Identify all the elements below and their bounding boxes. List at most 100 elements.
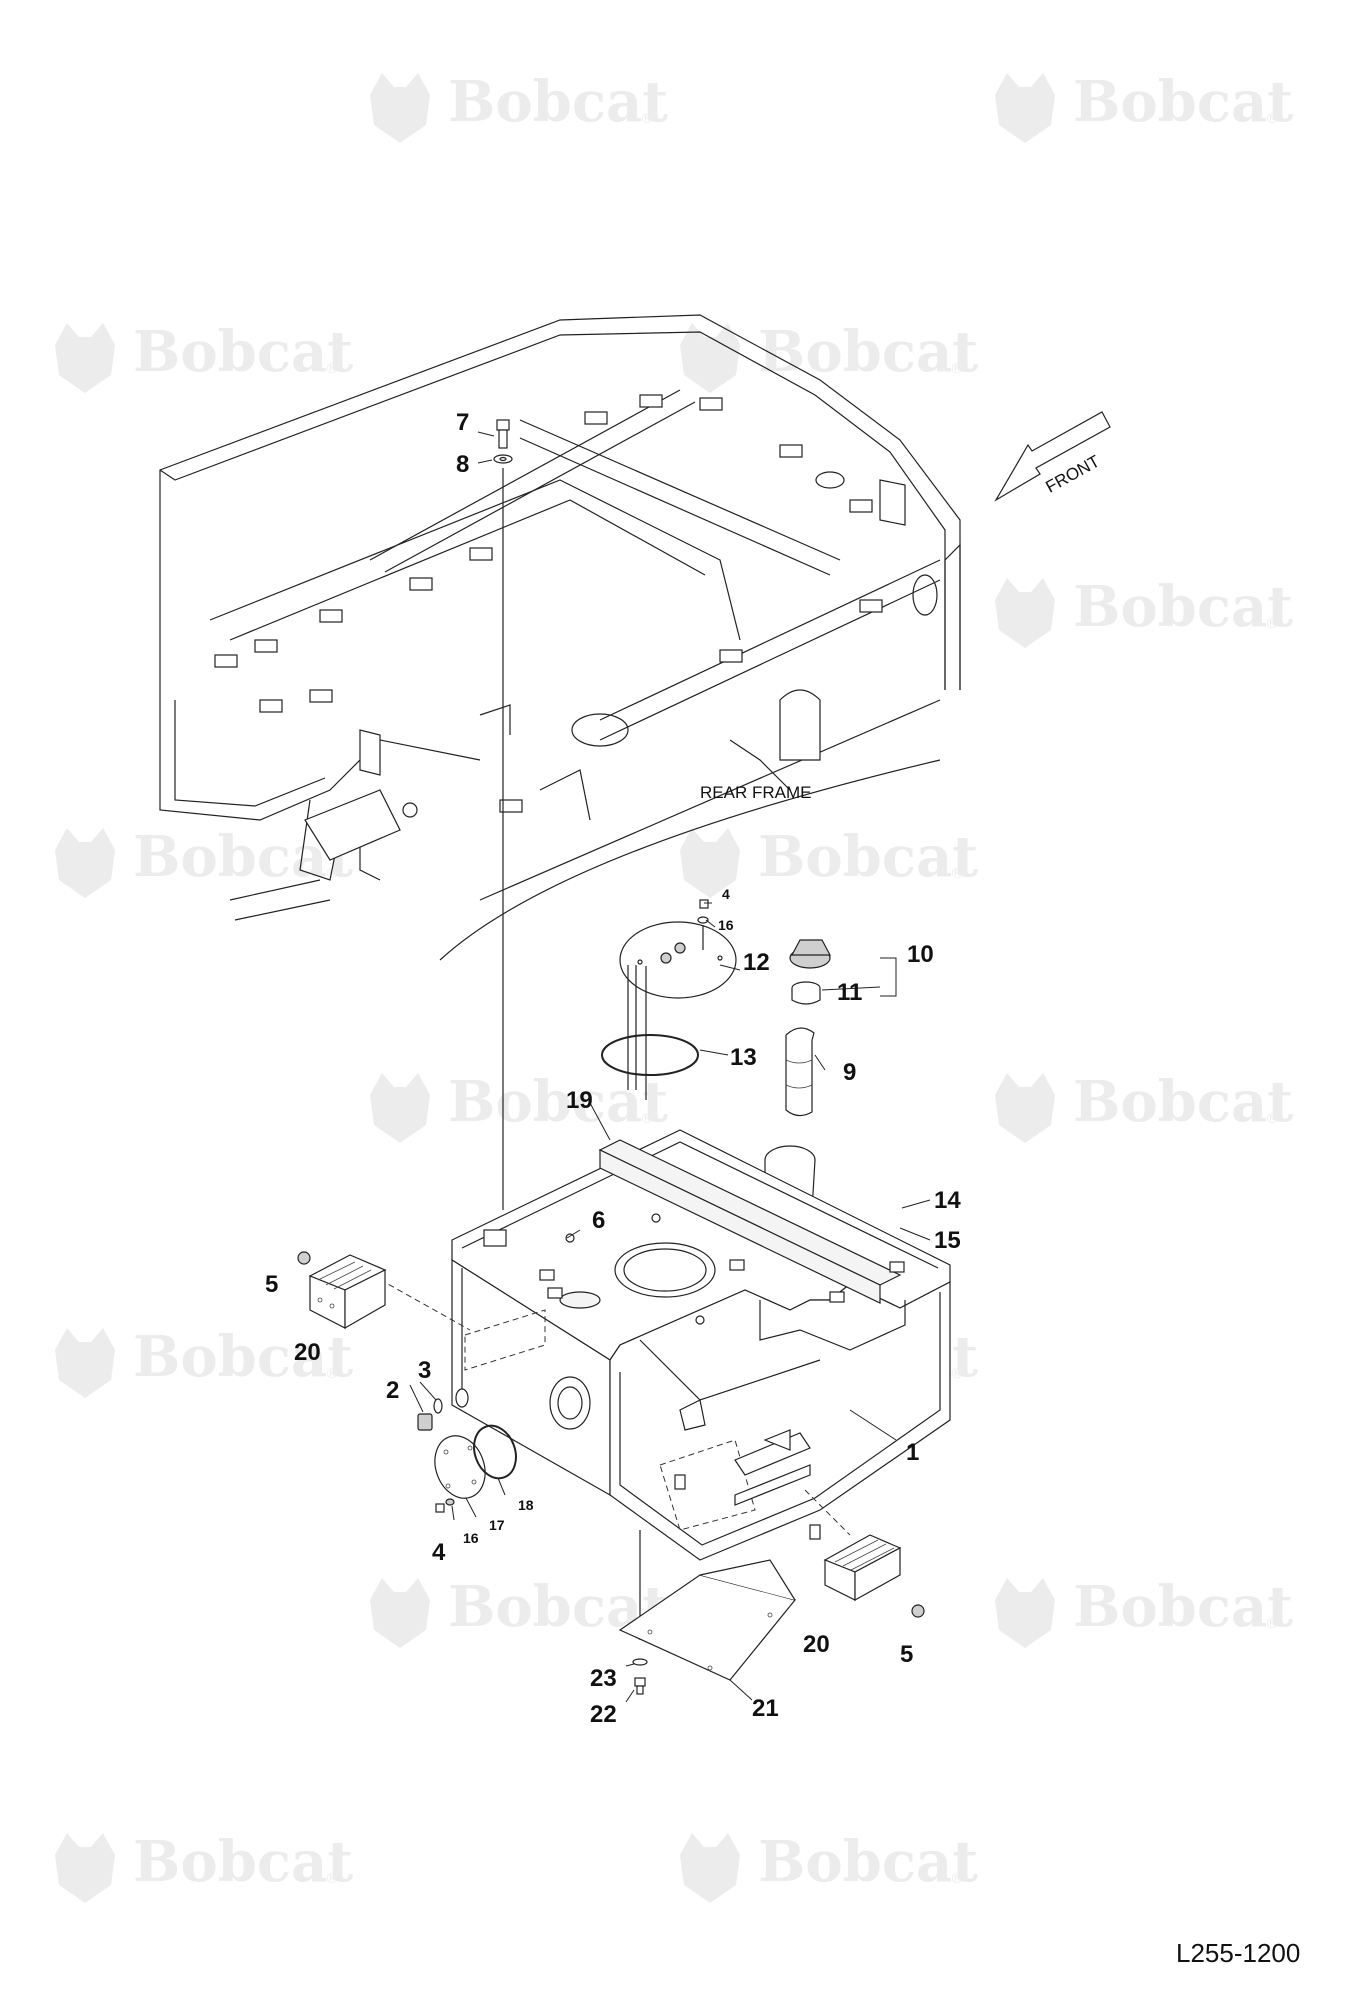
step-right bbox=[823, 1534, 902, 1602]
side-oring bbox=[473, 1424, 517, 1480]
leader-lines bbox=[409, 431, 931, 1703]
watermark-tile: Bobcat ® bbox=[55, 1324, 353, 1398]
watermark-registered: ® bbox=[1265, 616, 1279, 632]
reference-code: L255-1200 bbox=[1176, 1938, 1300, 1968]
callout-4-top: 4 bbox=[722, 886, 730, 902]
bobcat-logo-icon bbox=[370, 73, 430, 143]
watermark-text: Bobcat bbox=[1073, 69, 1293, 135]
bobcat-logo-icon bbox=[55, 1833, 115, 1903]
callout-21: 21 bbox=[752, 1695, 779, 1722]
callout-4-bottom: 4 bbox=[432, 1539, 446, 1566]
watermark-registered: ® bbox=[950, 1871, 964, 1887]
sender-screw bbox=[697, 899, 709, 924]
callout-2: 2 bbox=[386, 1377, 399, 1404]
callout-12: 12 bbox=[743, 949, 770, 976]
step-right-bolt bbox=[911, 1604, 925, 1618]
bobcat-logo-icon bbox=[55, 828, 115, 898]
callout-22: 22 bbox=[590, 1701, 617, 1728]
callouts: 7 8 4 16 12 10 11 13 9 19 6 14 15 5 20 2… bbox=[265, 409, 961, 1728]
bottom-cover bbox=[618, 1559, 797, 1681]
bobcat-logo-icon bbox=[55, 323, 115, 393]
drain-plug bbox=[417, 1413, 433, 1431]
filler-cap bbox=[789, 939, 831, 969]
bobcat-logo-icon bbox=[680, 1833, 740, 1903]
watermark-text: Bobcat bbox=[758, 1829, 978, 1895]
callout-11: 11 bbox=[837, 979, 862, 1006]
rear-frame-label: REAR FRAME bbox=[700, 783, 811, 802]
callout-23: 23 bbox=[590, 1665, 617, 1692]
callout-15: 15 bbox=[934, 1227, 961, 1254]
fuel-tank bbox=[451, 1129, 951, 1561]
watermark-text: Bobcat bbox=[1073, 574, 1293, 640]
watermark-tile: Bobcat ® bbox=[370, 1069, 668, 1143]
front-arrow: FRONT bbox=[994, 411, 1111, 502]
filler-adapter bbox=[791, 981, 821, 1005]
watermark-layer: Bobcat ® Bobcat ® Bobcat ® Bobcat ® B bbox=[55, 69, 1293, 1903]
watermark-registered: ® bbox=[325, 866, 339, 882]
bobcat-logo-icon bbox=[370, 1578, 430, 1648]
callout-16-bottom: 16 bbox=[463, 1530, 479, 1546]
sender-unit bbox=[619, 921, 737, 1100]
watermark-tile: Bobcat ® bbox=[55, 824, 353, 898]
watermark-registered: ® bbox=[1265, 1111, 1279, 1127]
callout-18: 18 bbox=[518, 1497, 534, 1513]
watermark-registered: ® bbox=[950, 866, 964, 882]
callout-13: 13 bbox=[730, 1044, 757, 1071]
callout-20-right: 20 bbox=[803, 1631, 830, 1658]
watermark-registered: ® bbox=[950, 361, 964, 377]
watermark-text: Bobcat bbox=[448, 1069, 668, 1135]
callout-17: 17 bbox=[489, 1517, 505, 1533]
callout-6: 6 bbox=[592, 1207, 605, 1234]
rear-frame bbox=[159, 314, 961, 961]
watermark-registered: ® bbox=[1265, 1616, 1279, 1632]
bobcat-logo-icon bbox=[995, 73, 1055, 143]
callout-10: 10 bbox=[907, 941, 934, 968]
watermark-text: Bobcat bbox=[133, 1324, 353, 1390]
watermark-tile: Bobcat ® bbox=[55, 319, 353, 393]
bottom-bolt bbox=[634, 1677, 646, 1695]
callout-1: 1 bbox=[906, 1439, 919, 1466]
watermark-registered: ® bbox=[640, 1111, 654, 1127]
watermark-tile: Bobcat ® bbox=[995, 1574, 1293, 1648]
sender-gasket bbox=[601, 1034, 699, 1076]
watermark-text: Bobcat bbox=[1073, 1574, 1293, 1640]
callout-3: 3 bbox=[418, 1357, 431, 1384]
callout-5-right: 5 bbox=[900, 1641, 913, 1668]
watermark-text: Bobcat bbox=[133, 319, 353, 385]
bottom-washer bbox=[632, 1658, 648, 1666]
watermark-text: Bobcat bbox=[133, 1829, 353, 1895]
callout-7: 7 bbox=[456, 409, 469, 436]
watermark-registered: ® bbox=[950, 1366, 964, 1382]
watermark-tile: Bobcat ® bbox=[370, 1574, 668, 1648]
callout-5-left: 5 bbox=[265, 1271, 278, 1298]
callout-8: 8 bbox=[456, 451, 469, 478]
drain-washer bbox=[433, 1398, 443, 1414]
watermark-text: Bobcat bbox=[1073, 1069, 1293, 1135]
watermark-tile: Bobcat ® bbox=[995, 69, 1293, 143]
callout-19: 19 bbox=[566, 1087, 593, 1114]
watermark-tile: Bobcat ® bbox=[370, 69, 668, 143]
watermark-tile: Bobcat ® bbox=[55, 1829, 353, 1903]
watermark-tile: Bobcat ® bbox=[680, 824, 978, 898]
watermark-tile: Bobcat ® bbox=[680, 319, 978, 393]
watermark-tile: Bobcat ® bbox=[680, 1829, 978, 1903]
watermark-text: Bobcat bbox=[758, 824, 978, 890]
watermark-registered: ® bbox=[325, 1871, 339, 1887]
step-right-guide bbox=[804, 1489, 851, 1536]
watermark-registered: ® bbox=[325, 361, 339, 377]
cover-screw bbox=[435, 1498, 455, 1513]
watermark-tile: Bobcat ® bbox=[995, 574, 1293, 648]
watermark-registered: ® bbox=[640, 111, 654, 127]
bobcat-logo-icon bbox=[370, 1073, 430, 1143]
mount-washer bbox=[493, 454, 513, 464]
callout-14: 14 bbox=[934, 1187, 961, 1214]
callout-16-top: 16 bbox=[718, 917, 734, 933]
step-left bbox=[308, 1254, 387, 1330]
mount-bolt bbox=[496, 419, 510, 449]
bobcat-logo-icon bbox=[995, 1578, 1055, 1648]
bobcat-logo-icon bbox=[55, 1328, 115, 1398]
watermark-registered: ® bbox=[325, 1366, 339, 1382]
bobcat-logo-icon bbox=[995, 578, 1055, 648]
step-left-bolt bbox=[297, 1251, 311, 1265]
